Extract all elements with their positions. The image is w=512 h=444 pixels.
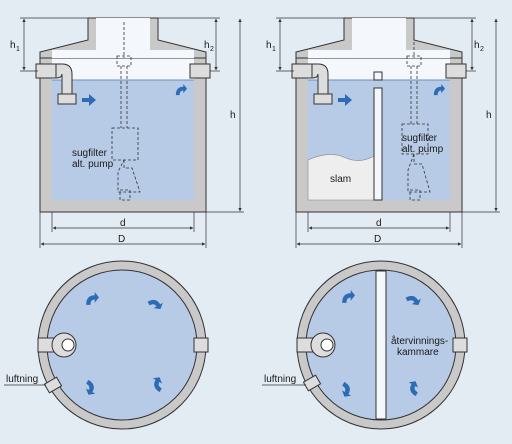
left-dim-h: h <box>230 110 236 121</box>
inlet-pipe-icon <box>291 63 333 105</box>
right-vent-label: luftning <box>264 374 296 385</box>
left-section-view: sugfilter alt. pump h 1 h 2 h d <box>10 17 244 248</box>
right-chamber-label-2: kammare <box>397 347 439 358</box>
left-dim-h1-sub: 1 <box>16 46 20 53</box>
left-dim-h2: h <box>204 40 210 51</box>
left-vent-label: luftning <box>6 374 38 385</box>
pump-icon <box>111 22 141 201</box>
outlet-pipe-icon <box>193 337 209 353</box>
right-sludge-label: slam <box>330 174 351 185</box>
left-pump-label-1: sugfilter <box>72 148 108 159</box>
left-dim-d: d <box>120 218 126 229</box>
pump-icon <box>401 22 431 201</box>
inlet-pipe-icon <box>35 63 77 105</box>
right-dim-d: d <box>376 218 382 229</box>
inlet-pipe-icon <box>37 332 77 358</box>
right-dim-h1-sub: 1 <box>272 46 276 53</box>
right-plan-partition <box>375 270 387 420</box>
right-dim-D: D <box>374 234 381 245</box>
outlet-pipe-icon <box>445 63 467 79</box>
vent-pipe-icon <box>302 374 322 392</box>
right-dim-h2-sub: 2 <box>480 46 484 53</box>
left-pump-label-2: alt. pump <box>72 159 114 170</box>
right-partition <box>373 87 383 201</box>
right-chamber-label-1: återvinnings- <box>391 335 448 347</box>
inlet-pipe-icon <box>296 332 336 358</box>
right-pump-label-2: alt. pump <box>402 144 444 155</box>
left-dim-h2-sub: 2 <box>210 46 214 53</box>
left-dim-h1: h <box>10 40 16 51</box>
left-dim-D: D <box>118 234 125 245</box>
outlet-pipe-icon <box>452 337 468 353</box>
right-dim-h2: h <box>474 40 480 51</box>
right-dim-h: h <box>486 110 492 121</box>
right-plan-view: återvinnings- kammare luftning <box>262 260 468 430</box>
vent-pipe-icon <box>43 376 63 394</box>
outlet-pipe-icon <box>189 63 211 79</box>
left-plan-view: luftning <box>4 260 209 430</box>
right-pump-label-1: sugfilter <box>402 133 438 144</box>
right-section-view: sugfilter alt. pump slam h 1 h 2 h <box>266 17 500 248</box>
right-dim-h1: h <box>266 40 272 51</box>
